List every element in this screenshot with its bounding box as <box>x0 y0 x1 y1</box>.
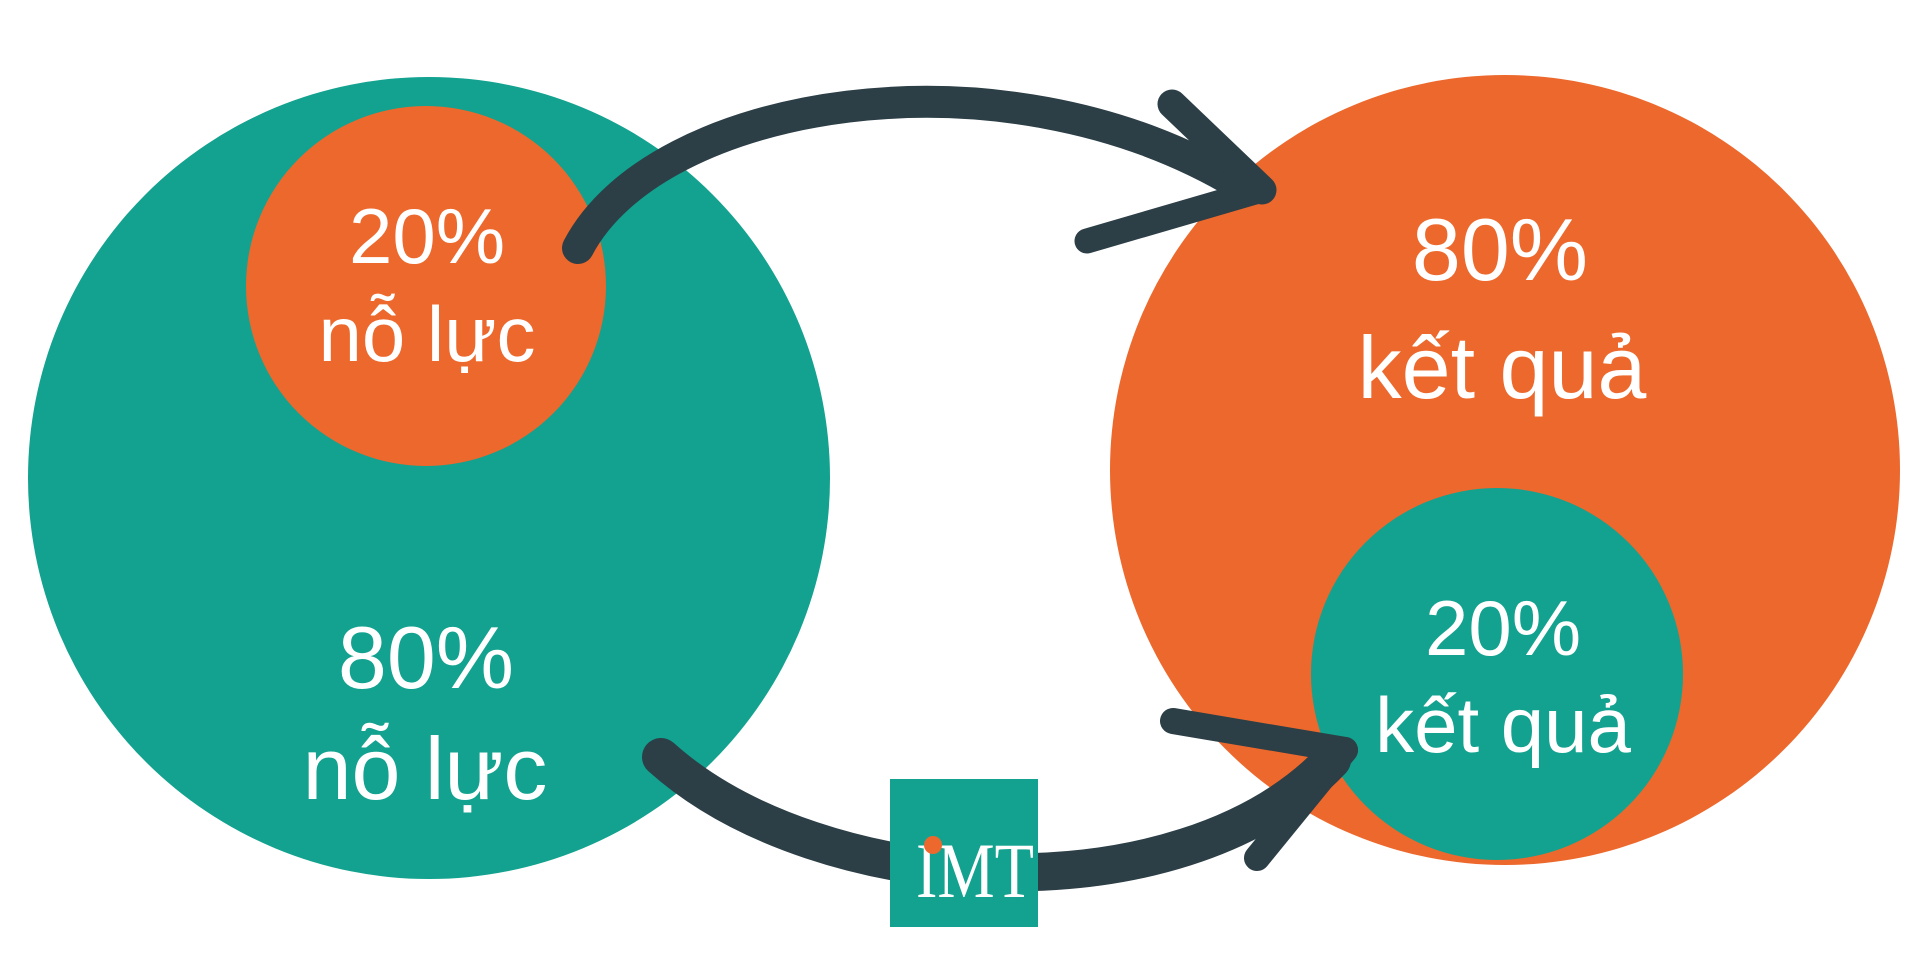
effort-inner-percent-label: 20% <box>349 192 505 280</box>
arrow-top-barb-lower <box>1074 177 1275 254</box>
effort-inner-text-label: nỗ lực <box>319 290 536 378</box>
effort-inner-circle <box>246 106 606 466</box>
result-outer-circle <box>1110 75 1900 865</box>
effort-outer-text-label: nỗ lực <box>303 719 548 818</box>
result-outer-text-label: kết quả <box>1358 318 1647 417</box>
effort-outer-percent-label: 80% <box>338 608 514 707</box>
result-inner-percent-label: 20% <box>1425 584 1581 672</box>
result-inner-text-label: kết quả <box>1375 681 1631 769</box>
arrow-bottom-barb-upper <box>1160 708 1358 763</box>
arrow-top-shaft <box>562 86 1256 264</box>
result-inner-circle <box>1311 488 1683 860</box>
imt-logo-square <box>890 779 1038 927</box>
effort-outer-circle <box>28 77 830 879</box>
arrow-top-effort-to-result <box>562 86 1277 264</box>
imt-logo-dot-icon <box>924 836 942 854</box>
arrow-bottom-barb-lower <box>1244 737 1358 871</box>
arrow-top-barb-upper <box>1157 89 1277 205</box>
imt-logo: IMT <box>890 779 1038 927</box>
result-outer-percent-label: 80% <box>1412 200 1588 299</box>
